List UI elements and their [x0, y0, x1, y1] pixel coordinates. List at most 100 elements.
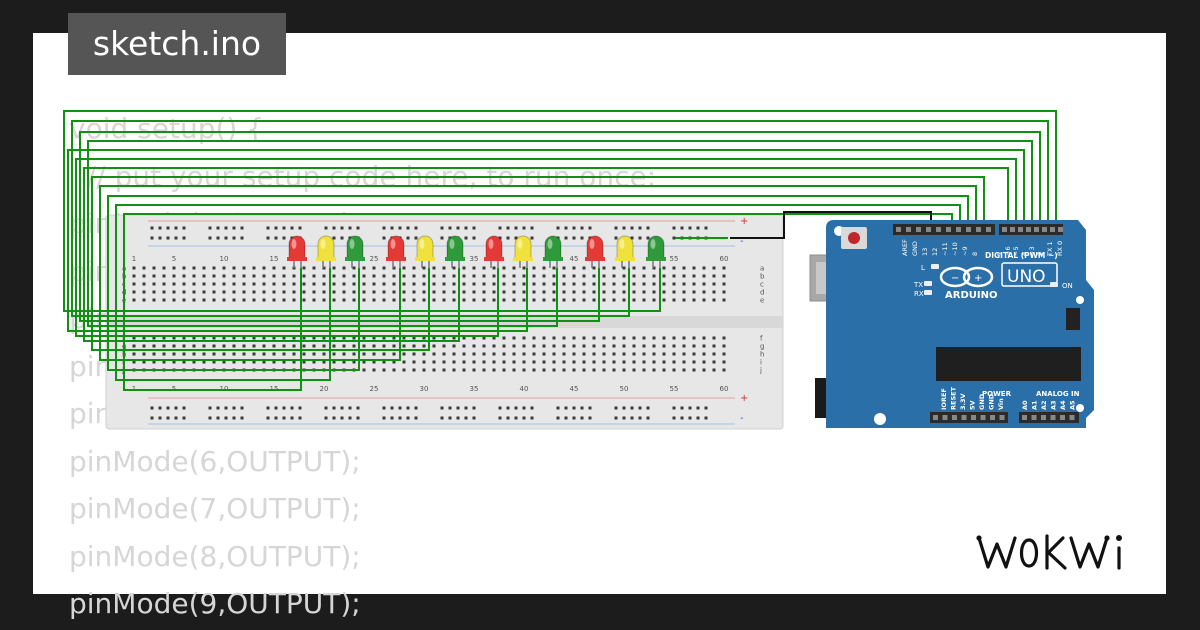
breadboard-hole: [202, 352, 206, 356]
breadboard-hole: [342, 336, 346, 340]
column-number: 55: [670, 385, 679, 393]
breadboard-hole: [212, 352, 216, 356]
breadboard-hole: [502, 298, 506, 302]
breadboard-hole: [662, 352, 666, 356]
rail-hole: [696, 416, 700, 420]
breadboard-hole: [232, 298, 236, 302]
breadboard-hole: [522, 282, 526, 286]
rail-hole: [464, 236, 468, 240]
rail-hole: [298, 416, 302, 420]
digital-header-left: [893, 224, 995, 235]
rail-hole: [332, 416, 336, 420]
header-pin: [1058, 227, 1063, 232]
breadboard-hole: [482, 266, 486, 270]
code-line: pinMode(8,OUTPUT);: [69, 539, 361, 573]
pin-label: ~9: [961, 246, 969, 256]
rail-hole: [572, 236, 576, 240]
rail-hole: [530, 416, 534, 420]
breadboard-hole: [162, 274, 166, 278]
led-red: [484, 235, 504, 268]
breadboard-hole: [272, 290, 276, 294]
code-line: pinMode(7,OUTPUT);: [69, 492, 361, 525]
breadboard-hole: [152, 282, 156, 286]
column-number: 35: [470, 255, 479, 263]
rail-minus-top: -: [740, 236, 744, 247]
breadboard-hole: [502, 360, 506, 364]
breadboard-hole: [482, 282, 486, 286]
breadboard-hole: [552, 282, 556, 286]
breadboard-hole: [662, 336, 666, 340]
breadboard-hole: [722, 360, 726, 364]
wire-gnd: [730, 211, 932, 239]
breadboard-hole: [252, 282, 256, 286]
header-pin: [1026, 227, 1031, 232]
breadboard-hole: [492, 344, 496, 348]
rail-hole: [564, 236, 568, 240]
breadboard-hole: [242, 352, 246, 356]
breadboard-hole: [402, 290, 406, 294]
indicator-led: [1050, 282, 1058, 287]
breadboard-hole: [432, 360, 436, 364]
led-rim: [287, 257, 307, 261]
rail-hole: [208, 416, 212, 420]
led-highlight: [291, 239, 297, 249]
rail-hole: [158, 226, 162, 230]
breadboard-hole: [352, 344, 356, 348]
breadboard-hole: [202, 344, 206, 348]
breadboard-hole: [172, 298, 176, 302]
rail-hole: [572, 226, 576, 230]
breadboard-hole: [162, 298, 166, 302]
breadboard-hole: [272, 344, 276, 348]
breadboard-hole: [462, 360, 466, 364]
breadboard-hole: [572, 282, 576, 286]
breadboard-hole: [402, 360, 406, 364]
breadboard-hole: [322, 352, 326, 356]
breadboard-hole: [522, 266, 526, 270]
breadboard-hole: [282, 336, 286, 340]
breadboard-hole: [472, 360, 476, 364]
rail-hole: [506, 416, 510, 420]
breadboard-hole: [632, 368, 636, 372]
breadboard-hole: [482, 360, 486, 364]
breadboard-hole: [302, 266, 306, 270]
rail-hole: [216, 406, 220, 410]
breadboard-hole: [472, 266, 476, 270]
breadboard-hole: [192, 274, 196, 278]
breadboard-hole: [232, 274, 236, 278]
breadboard-hole: [522, 274, 526, 278]
breadboard-hole: [492, 298, 496, 302]
breadboard-hole: [222, 290, 226, 294]
breadboard-hole: [502, 336, 506, 340]
rail-hole: [208, 236, 212, 240]
led-red: [287, 235, 307, 268]
breadboard-hole: [662, 298, 666, 302]
breadboard-hole: [322, 336, 326, 340]
wokwi-logo: [976, 534, 1122, 570]
breadboard-hole: [572, 344, 576, 348]
breadboard-hole: [522, 298, 526, 302]
wire-led-7: [75, 158, 1017, 337]
breadboard-hole: [662, 368, 666, 372]
breadboard-hole: [382, 336, 386, 340]
breadboard-hole: [332, 352, 336, 356]
breadboard-hole: [182, 290, 186, 294]
breadboard-hole: [282, 290, 286, 294]
breadboard-hole: [172, 290, 176, 294]
breadboard-hole: [552, 360, 556, 364]
breadboard-hole: [652, 290, 656, 294]
breadboard-hole: [132, 290, 136, 294]
rail-hole: [340, 416, 344, 420]
breadboard-hole: [412, 282, 416, 286]
rail-hole: [150, 406, 154, 410]
pin-label: 4: [1020, 252, 1028, 256]
svg-text:+: +: [974, 273, 982, 284]
breadboard-hole: [422, 336, 426, 340]
breadboard-hole: [592, 360, 596, 364]
breadboard-hole: [722, 282, 726, 286]
pin-label: A3: [1050, 400, 1058, 410]
pin-label: A4: [1059, 400, 1067, 410]
breadboard-hole: [372, 360, 376, 364]
breadboard-hole: [172, 282, 176, 286]
breadboard-hole: [192, 266, 196, 270]
